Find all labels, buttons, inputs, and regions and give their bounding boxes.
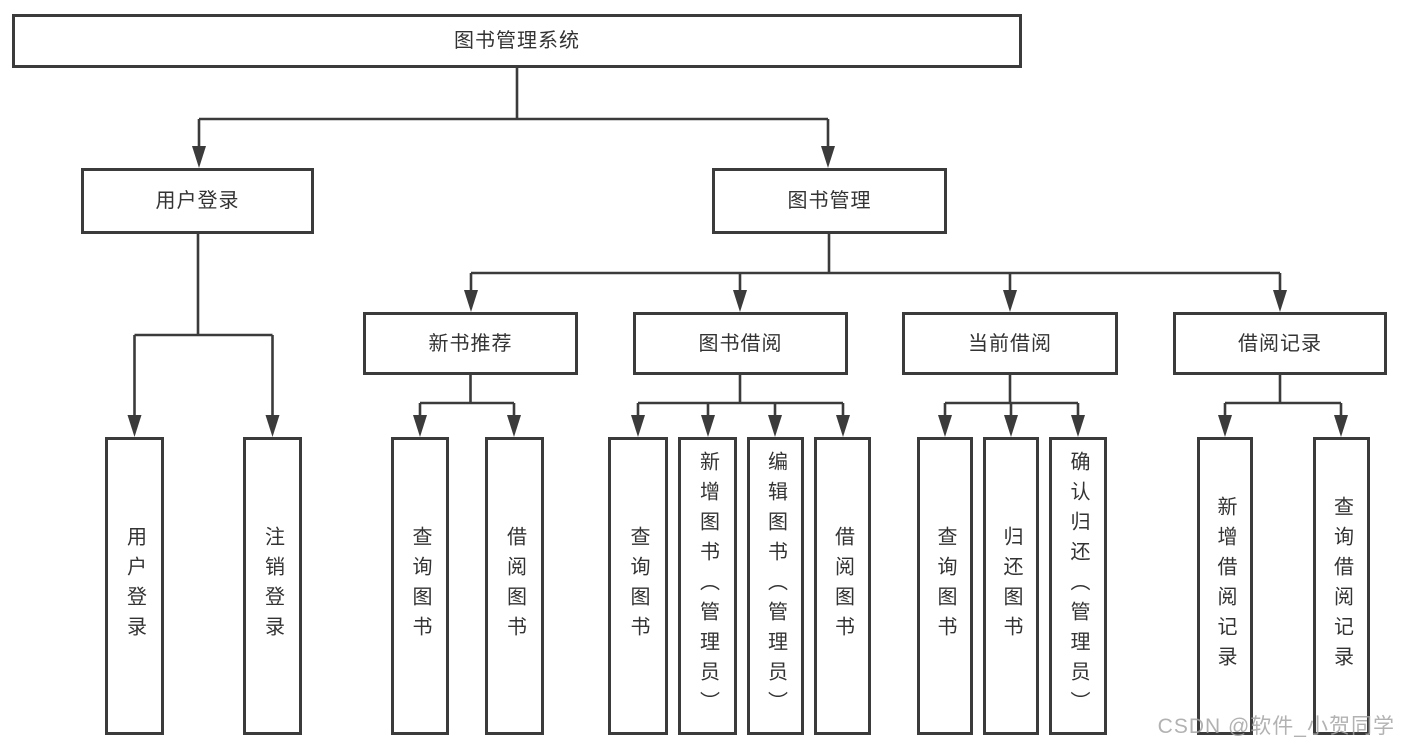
csdn-watermark: CSDN @软件_小贺同学 bbox=[1157, 715, 1395, 738]
leaf-add-borrow-record: 新增借阅记录 bbox=[1197, 437, 1253, 735]
leaf-borrow-books-recommend: 借阅图书 bbox=[485, 437, 544, 735]
leaf-label: 查询图书 bbox=[409, 526, 431, 646]
leaf-label: 借阅图书 bbox=[503, 526, 526, 646]
leaf-query-borrow-record: 查询借阅记录 bbox=[1313, 437, 1370, 735]
node-book-management: 图书管理 bbox=[712, 168, 947, 234]
leaf-label: 查询借阅记录 bbox=[1330, 496, 1353, 676]
leaf-label: 归还图书 bbox=[1000, 526, 1022, 646]
node-label: 新书推荐 bbox=[428, 332, 513, 355]
arrowheads bbox=[127, 146, 1348, 437]
leaf-edit-books-admin: 编辑图书（管理员） bbox=[747, 437, 804, 735]
leaf-label: 注销登录 bbox=[261, 526, 284, 646]
node-label: 图书管理系统 bbox=[454, 30, 580, 52]
leaf-borrow-books: 借阅图书 bbox=[814, 437, 871, 735]
leaf-query-books-recommend: 查询图书 bbox=[391, 437, 449, 735]
leaf-label: 编辑图书（管理员） bbox=[764, 451, 787, 721]
leaf-label: 新增借阅记录 bbox=[1214, 496, 1236, 676]
leaf-add-books-admin: 新增图书（管理员） bbox=[678, 437, 737, 735]
node-label: 用户登录 bbox=[155, 190, 240, 212]
leaf-query-books-borrow: 查询图书 bbox=[608, 437, 668, 735]
leaf-label: 查询图书 bbox=[934, 526, 956, 646]
leaf-query-books-current: 查询图书 bbox=[917, 437, 973, 735]
leaf-label: 确认归还（管理员） bbox=[1067, 451, 1089, 721]
node-label: 借阅记录 bbox=[1238, 332, 1322, 355]
node-current-borrowing: 当前借阅 bbox=[902, 312, 1118, 375]
node-label: 当前借阅 bbox=[968, 332, 1052, 355]
node-user-login: 用户登录 bbox=[81, 168, 314, 234]
leaf-label: 用户登录 bbox=[123, 526, 146, 646]
node-book-borrowing: 图书借阅 bbox=[633, 312, 848, 375]
leaf-label: 新增图书（管理员） bbox=[696, 451, 719, 721]
node-library-management-system: 图书管理系统 bbox=[12, 14, 1022, 68]
leaf-label: 查询图书 bbox=[627, 526, 649, 646]
leaf-label: 借阅图书 bbox=[831, 526, 854, 646]
node-label: 图书管理 bbox=[787, 190, 872, 212]
node-label: 图书借阅 bbox=[698, 332, 783, 355]
leaf-logout: 注销登录 bbox=[243, 437, 302, 735]
node-borrowing-records: 借阅记录 bbox=[1173, 312, 1387, 375]
leaf-return-books: 归还图书 bbox=[983, 437, 1039, 735]
leaf-confirm-return-admin: 确认归还（管理员） bbox=[1049, 437, 1107, 735]
node-new-book-recommendation: 新书推荐 bbox=[363, 312, 578, 375]
leaf-user-login: 用户登录 bbox=[105, 437, 164, 735]
